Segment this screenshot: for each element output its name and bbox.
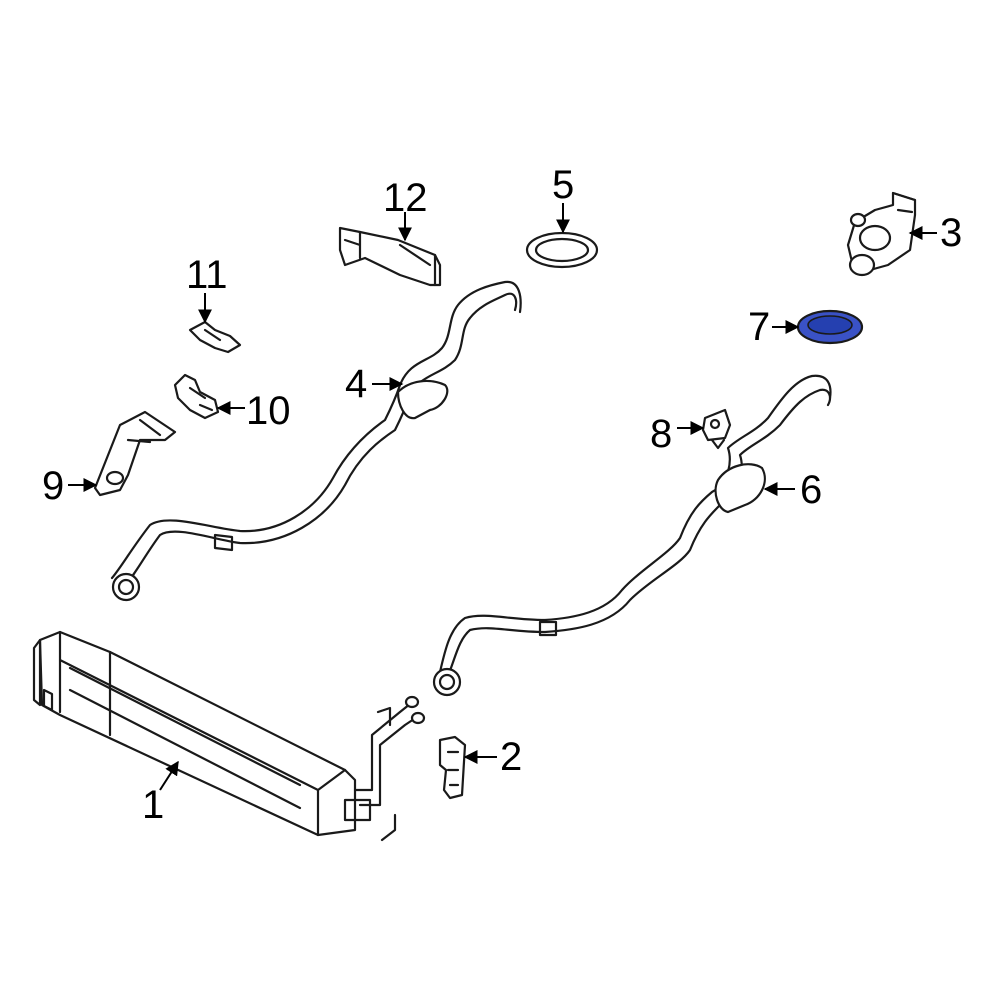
part-gasket-ring[interactable] [525, 231, 599, 269]
callout-9: 9 [42, 464, 64, 508]
leader-lines [68, 203, 937, 791]
callout-12: 12 [383, 176, 428, 220]
part-retaining-clip[interactable] [173, 373, 220, 420]
part-oil-cooler[interactable] [32, 630, 426, 842]
callout-4: 4 [345, 362, 367, 406]
leader-1 [159, 760, 179, 791]
part-small-clip[interactable] [188, 320, 242, 354]
callout-labels: 1 2 3 4 5 6 7 8 9 10 11 12 [42, 163, 962, 827]
callout-1: 1 [142, 783, 164, 827]
part-cooler-hose-left[interactable] [110, 280, 522, 602]
part-mounting-bracket[interactable] [93, 410, 177, 497]
part-small-bracket[interactable] [701, 408, 732, 450]
part-heat-shield[interactable] [338, 226, 442, 287]
callout-2: 2 [500, 735, 522, 779]
callout-11: 11 [186, 253, 228, 297]
part-thermostat-housing[interactable] [846, 191, 917, 277]
callout-7: 7 [748, 305, 770, 349]
part-seal-highlighted[interactable] [796, 309, 864, 345]
callout-3: 3 [940, 211, 962, 255]
part-cooler-hose-right[interactable] [432, 374, 832, 697]
callout-8: 8 [650, 412, 672, 456]
callout-6: 6 [800, 468, 822, 512]
callout-5: 5 [552, 163, 574, 207]
callout-10: 10 [246, 389, 291, 433]
part-bracket-clip[interactable] [438, 735, 467, 800]
